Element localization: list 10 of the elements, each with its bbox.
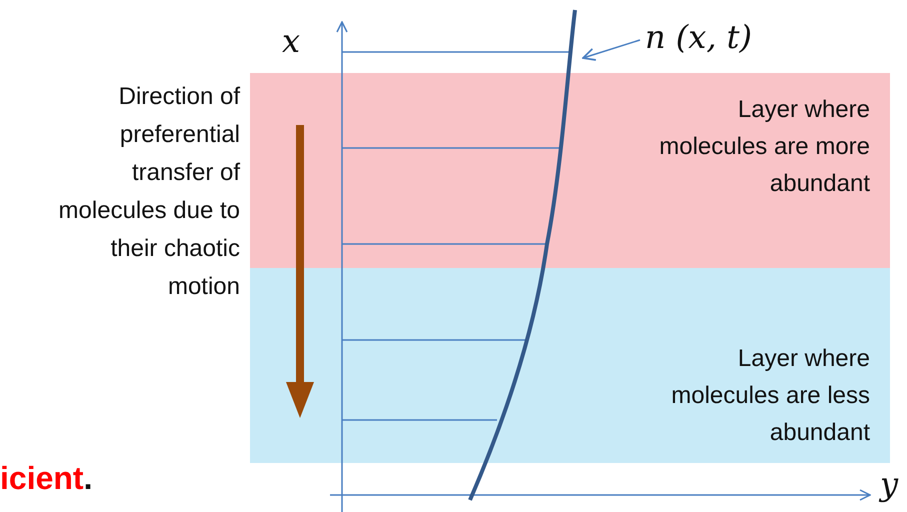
cut-off-text: icient. — [0, 460, 92, 497]
axis-label: x — [282, 22, 300, 60]
function-label: n (x, t) — [645, 18, 752, 56]
layer-band — [250, 268, 890, 463]
axis-label: y — [880, 465, 898, 503]
annotation-text: Direction of preferential transfer of molecules due to their chaotic motion — [58, 82, 240, 302]
leader-arrow — [582, 39, 640, 61]
layer-label: Layer where molecules are more abundant — [658, 95, 870, 199]
layer-label: Layer where molecules are less abundant — [670, 344, 870, 448]
layer-band — [250, 73, 890, 268]
